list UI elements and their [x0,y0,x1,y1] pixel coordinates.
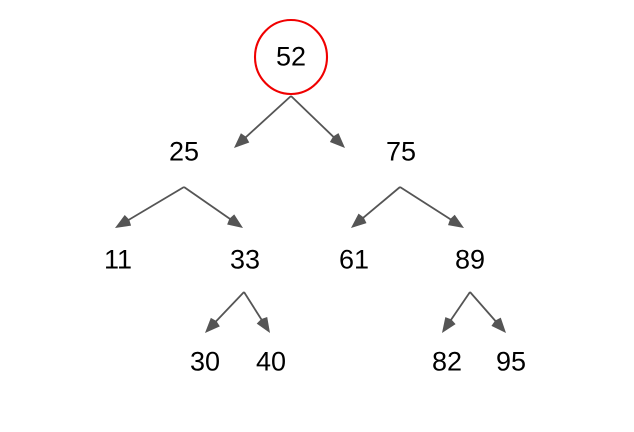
arrowhead-icon-n89 [448,214,464,228]
tree-edge-n89-to-n95 [469,291,499,325]
tree-node-61[interactable]: 61 [338,244,370,275]
tree-node-33[interactable]: 33 [229,244,261,275]
arrowhead-icon-n25 [234,133,250,148]
edges-group [115,95,506,333]
tree-edge-n75-to-n61 [359,186,401,221]
tree-node-25[interactable]: 25 [168,136,200,167]
tree-node-75[interactable]: 75 [385,136,417,167]
root-highlight-circle [253,18,329,96]
tree-edge-n89-to-n82 [448,291,471,324]
tree-node-11[interactable]: 11 [103,244,133,275]
tree-edge-n33-to-n40 [243,291,265,324]
arrowhead-icon-n75 [329,133,345,148]
tree-edge-n52-to-n75 [290,95,337,141]
tree-edge-n52-to-n25 [242,95,292,141]
arrowhead-icon-n61 [351,213,367,228]
tree-edge-n25-to-n33 [183,186,234,222]
tree-node-52[interactable]: 52 [275,41,307,72]
arrowhead-icon-n11 [115,215,132,228]
arrowhead-icon-n30 [205,317,220,333]
tree-node-30[interactable]: 30 [189,346,221,377]
arrowhead-icon-n33 [227,214,243,228]
tree-edge-n75-to-n89 [399,186,455,223]
tree-edge-n25-to-n11 [124,186,185,223]
node-shapes-group [253,18,329,96]
arrowhead-icon-n95 [491,317,506,333]
arrowhead-icon-n40 [256,317,270,333]
tree-edge-n33-to-n30 [212,291,245,325]
arrowhead-icon-n82 [442,317,456,333]
tree-node-89[interactable]: 89 [454,244,486,275]
tree-node-82[interactable]: 82 [431,346,463,377]
tree-node-95[interactable]: 95 [495,346,527,377]
tree-node-40[interactable]: 40 [255,346,287,377]
